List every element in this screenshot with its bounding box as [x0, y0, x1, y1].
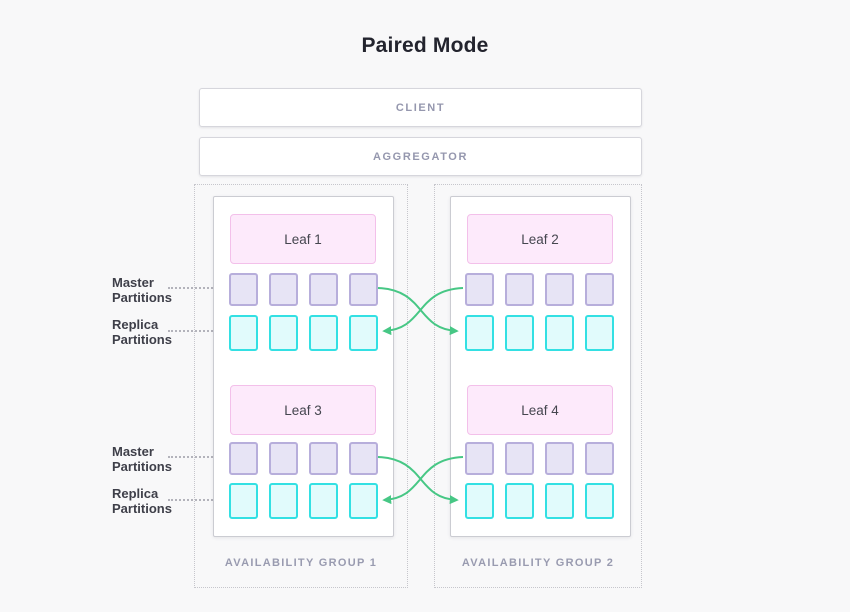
replica-partition [465, 315, 494, 351]
replica-partition [505, 483, 534, 519]
leaf-4-box: Leaf 4 [467, 385, 613, 435]
replica-partition [505, 315, 534, 351]
replica-partition [545, 483, 574, 519]
aggregator-label: AGGREGATOR [372, 150, 469, 163]
master-partitions-row [229, 442, 378, 475]
replica-partition [309, 315, 338, 351]
leaf-3-box: Leaf 3 [230, 385, 376, 435]
availability-group-1: Leaf 1 Leaf 3 AVAILABILITY GROUP 1 [194, 184, 408, 588]
master-partitions-label-bottom: Master Partitions [112, 444, 172, 474]
replica-partition [349, 483, 378, 519]
master-partitions-row [229, 273, 378, 306]
master-partition [229, 442, 258, 475]
replica-partition [269, 315, 298, 351]
master-partition [309, 442, 338, 475]
client-label: CLIENT [395, 101, 446, 114]
master-partition [309, 273, 338, 306]
replica-partitions-label-top: Replica Partitions [112, 317, 172, 347]
replica-partitions-label-bottom: Replica Partitions [112, 486, 172, 516]
page-title: Paired Mode [361, 34, 489, 57]
replica-partitions-row [229, 315, 378, 351]
master-partitions-row [465, 273, 614, 306]
replica-partition [349, 315, 378, 351]
replica-partitions-row [229, 483, 378, 519]
replica-partition [585, 315, 614, 351]
aggregator-box: AGGREGATOR [199, 137, 642, 176]
label-connector-line [168, 456, 228, 458]
label-connector-line [168, 499, 228, 501]
master-partition [465, 273, 494, 306]
availability-group-1-label: AVAILABILITY GROUP 1 [224, 557, 378, 569]
master-partition [585, 273, 614, 306]
master-partition [349, 273, 378, 306]
replica-partition [465, 483, 494, 519]
master-partitions-label-top: Master Partitions [112, 275, 172, 305]
leaf-2-box: Leaf 2 [467, 214, 613, 264]
replica-partition [585, 483, 614, 519]
master-partition [229, 273, 258, 306]
master-partition [465, 442, 494, 475]
label-connector-line [168, 330, 228, 332]
replica-partition [269, 483, 298, 519]
master-partition [585, 442, 614, 475]
replica-partitions-row [465, 315, 614, 351]
replica-partition [229, 315, 258, 351]
availability-group-2: Leaf 2 Leaf 4 AVAILABILITY GROUP 2 [434, 184, 642, 588]
replica-partitions-row [465, 483, 614, 519]
leaf-1-box: Leaf 1 [230, 214, 376, 264]
label-connector-line [168, 287, 228, 289]
master-partition [349, 442, 378, 475]
availability-group-2-label: AVAILABILITY GROUP 2 [461, 557, 615, 569]
master-partition [269, 273, 298, 306]
client-box: CLIENT [199, 88, 642, 127]
replica-partition [229, 483, 258, 519]
master-partition [545, 442, 574, 475]
master-partition [505, 273, 534, 306]
master-partitions-row [465, 442, 614, 475]
master-partition [505, 442, 534, 475]
replica-partition [309, 483, 338, 519]
master-partition [269, 442, 298, 475]
master-partition [545, 273, 574, 306]
replica-partition [545, 315, 574, 351]
